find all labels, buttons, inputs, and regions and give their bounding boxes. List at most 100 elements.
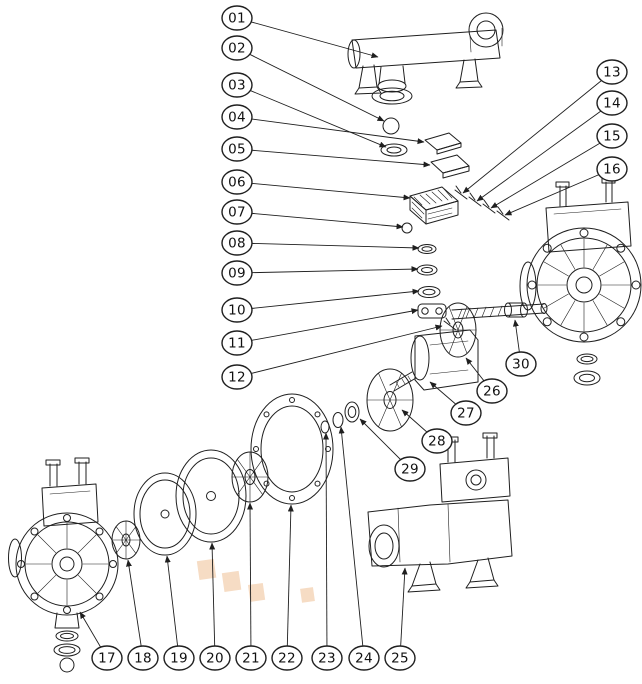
- callout-balloon-08: [221, 230, 253, 256]
- watermark: [196, 558, 315, 603]
- manifold-flange-circle: [468, 12, 504, 48]
- leader-line-25: [399, 567, 408, 659]
- air-valve-body-art: [409, 186, 459, 225]
- leader-line-12: [236, 324, 443, 378]
- leader-lines: [79, 17, 613, 659]
- right-chamber-circle: [526, 227, 642, 343]
- callout-balloon-19: [163, 645, 195, 671]
- outlet-flange: [368, 524, 400, 568]
- callout-balloon-20: [199, 645, 231, 671]
- pilot-screws-art: [454, 185, 510, 221]
- diaphragm-1: [133, 472, 197, 556]
- callout-balloon-04: [221, 104, 253, 130]
- callout-balloon-15: [596, 123, 628, 149]
- leader-line-04: [236, 116, 425, 145]
- callout-number-01: 01: [228, 11, 246, 27]
- callout-balloon-24: [348, 645, 380, 671]
- valve-ball-art: [380, 117, 408, 157]
- leader-line-23: [323, 432, 330, 659]
- callout-balloon-28: [421, 428, 453, 454]
- callout-balloon-07: [221, 199, 253, 225]
- leader-line-11: [236, 308, 419, 344]
- callout-balloon-13: [596, 59, 628, 85]
- leader-line-10: [236, 288, 420, 311]
- leader-line-21: [247, 502, 254, 659]
- callout-number-07: 07: [228, 205, 246, 221]
- valve-rings-art: [401, 222, 441, 298]
- right-manifold-art: [367, 432, 513, 593]
- callout-number-08: 08: [228, 236, 246, 252]
- callout-balloon-27: [450, 400, 482, 426]
- leader-line-15: [490, 135, 613, 209]
- callout-balloon-16: [596, 156, 628, 182]
- callout-number-24: 24: [355, 651, 373, 667]
- top-manifold-art: [347, 12, 504, 105]
- leader-line-18: [126, 559, 144, 659]
- check-ball: [382, 117, 400, 135]
- callout-balloon-26: [476, 378, 508, 404]
- callout-number-18: 18: [134, 651, 152, 667]
- leader-line-20: [209, 542, 216, 659]
- callout-number-02: 02: [228, 41, 246, 57]
- leader-line-13: [462, 71, 613, 194]
- diaphragm-stack-art: [111, 393, 334, 560]
- callout-number-22: 22: [278, 651, 296, 667]
- callout-number-26: 26: [483, 384, 501, 400]
- leader-line-05: [236, 148, 431, 168]
- left-chamber-circle: [15, 512, 119, 616]
- callout-number-09: 09: [228, 266, 246, 282]
- callout-number-19: 19: [170, 651, 188, 667]
- callout-balloon-21: [235, 645, 267, 671]
- leader-line-14: [476, 102, 613, 202]
- callout-balloon-05: [221, 136, 253, 162]
- leader-line-06: [236, 181, 411, 201]
- callout-number-28: 28: [428, 434, 446, 450]
- left-pump-art: [8, 457, 119, 673]
- callout-number-14: 14: [603, 96, 621, 112]
- callout-balloon-23: [311, 645, 343, 671]
- callout-number-12: 12: [228, 370, 246, 386]
- callout-number-05: 05: [228, 142, 246, 158]
- leader-line-22: [286, 504, 294, 659]
- callout-number-13: 13: [603, 65, 621, 81]
- callout-balloon-17: [91, 645, 123, 671]
- leader-line-07: [236, 211, 404, 230]
- callout-number-15: 15: [603, 129, 621, 145]
- manifold-port-flange: [371, 87, 413, 105]
- callout-number-06: 06: [228, 175, 246, 191]
- callout-balloon-25: [384, 645, 416, 671]
- callout-number-23: 23: [318, 651, 336, 667]
- callout-balloon-30: [505, 351, 537, 377]
- center-block-flange: [410, 335, 430, 381]
- callout-number-30: 30: [512, 357, 530, 373]
- valve-plates-art: [424, 132, 470, 179]
- callout-number-03: 03: [228, 78, 246, 94]
- callout-balloon-11: [221, 330, 253, 356]
- callout-number-11: 11: [228, 336, 246, 352]
- leader-line-16: [504, 168, 613, 216]
- callout-number-04: 04: [228, 110, 246, 126]
- callout-balloon-09: [221, 260, 253, 286]
- shaft-bushing: [504, 302, 512, 318]
- valve-bracket-art: [417, 303, 457, 331]
- callout-balloon-29: [394, 456, 426, 482]
- leader-line-01: [236, 17, 379, 59]
- center-body-art: [320, 302, 548, 434]
- callout-balloon-22: [271, 645, 303, 671]
- leader-line-09: [236, 266, 419, 274]
- callout-balloon-02: [221, 35, 253, 61]
- callout-number-29: 29: [401, 462, 419, 478]
- callout-balloon-12: [221, 364, 253, 390]
- callout-balloon-10: [221, 297, 253, 323]
- leader-line-03: [236, 84, 387, 148]
- callout-number-16: 16: [603, 162, 621, 178]
- pump-line-art: [8, 12, 642, 673]
- leader-line-19: [164, 555, 180, 659]
- callout-number-10: 10: [228, 303, 246, 319]
- callout-balloon-14: [596, 90, 628, 116]
- right-chamber-art: [519, 177, 642, 386]
- callout-number-25: 25: [391, 651, 409, 667]
